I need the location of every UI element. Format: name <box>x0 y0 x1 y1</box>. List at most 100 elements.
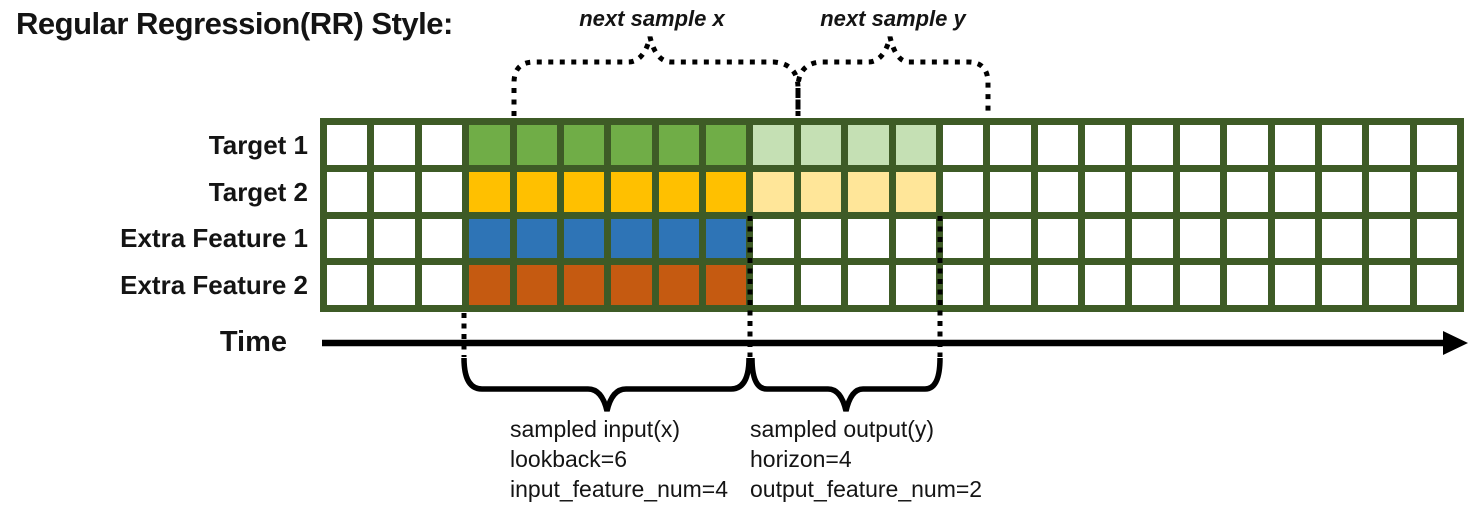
sampled-input-annotation: sampled input(x) lookback=6 input_featur… <box>510 414 728 504</box>
grid-cell <box>706 171 747 212</box>
grid-cell <box>990 265 1031 305</box>
grid-cell <box>848 265 889 305</box>
grid-cell <box>1227 265 1268 305</box>
grid-cell <box>327 218 368 259</box>
grid-cell <box>1274 265 1315 305</box>
grid-cell <box>658 265 699 305</box>
row-label-target-2: Target 2 <box>208 177 308 207</box>
grid-cell <box>421 171 463 212</box>
grid-cell <box>848 125 889 165</box>
sampled-input-title: sampled input(x) <box>510 416 681 442</box>
grid-cell <box>1037 265 1078 305</box>
grid-cell <box>800 125 842 165</box>
grid-cell <box>421 218 463 259</box>
horizon-value: horizon=4 <box>750 446 852 472</box>
grid-cell <box>1132 171 1173 212</box>
grid-cell <box>1321 125 1363 165</box>
grid-cell <box>1321 218 1363 259</box>
grid-cell <box>895 171 936 212</box>
grid-cell <box>848 218 889 259</box>
row-label-extra-feature-1: Extra Feature 1 <box>120 223 308 253</box>
grid-cell <box>658 125 699 165</box>
grid-cell <box>611 265 652 305</box>
grid-cell <box>1369 218 1410 259</box>
grid-cell <box>895 125 936 165</box>
grid-cell <box>327 125 368 165</box>
grid-cell <box>611 125 652 165</box>
grid-cell <box>942 218 984 259</box>
grid-cell <box>942 125 984 165</box>
grid-cell <box>895 218 936 259</box>
grid-cell <box>1274 218 1315 259</box>
grid-cell <box>1179 125 1221 165</box>
grid-cell <box>516 218 557 259</box>
grid-cell <box>800 265 842 305</box>
grid-cell <box>516 265 557 305</box>
grid-cell <box>1085 171 1126 212</box>
grid-cell <box>1274 171 1315 212</box>
row-label-target-1: Target 1 <box>208 130 308 160</box>
grid-cell <box>990 125 1031 165</box>
grid-cell <box>563 265 605 305</box>
grid-cell <box>563 125 605 165</box>
grid-cell <box>658 171 699 212</box>
row-label-extra-feature-2: Extra Feature 2 <box>120 270 308 300</box>
grid-cell <box>327 265 368 305</box>
grid-cell <box>800 218 842 259</box>
next-sample-y-brace <box>795 36 991 116</box>
grid-cell <box>990 171 1031 212</box>
sampled-output-title: sampled output(y) <box>750 416 935 442</box>
grid-cell <box>1321 265 1363 305</box>
grid-cell <box>1416 171 1457 212</box>
grid-cell <box>942 171 984 212</box>
grid-cell <box>1085 218 1126 259</box>
next-sample-x-label: next sample x <box>579 6 725 31</box>
grid-cell <box>563 171 605 212</box>
grid-cell <box>1179 218 1221 259</box>
grid-cell <box>1369 265 1410 305</box>
grid-cell <box>1369 171 1410 212</box>
grid-cell <box>1037 218 1078 259</box>
grid-cell <box>1037 171 1078 212</box>
sampled-output-annotation: sampled output(y) horizon=4 output_featu… <box>750 414 982 504</box>
grid-cell <box>753 265 794 305</box>
grid-cell <box>1037 125 1078 165</box>
grid-cell <box>1179 265 1221 305</box>
grid-cell <box>1274 125 1315 165</box>
diagram-title: Regular Regression(RR) Style: <box>16 6 453 41</box>
grid-cell <box>1085 265 1126 305</box>
grid-cell <box>1369 125 1410 165</box>
grid-cell <box>469 125 510 165</box>
grid-cell <box>753 171 794 212</box>
grid-cell <box>706 125 747 165</box>
grid-cell <box>611 171 652 212</box>
grid-cell <box>1227 171 1268 212</box>
grid-cell <box>753 218 794 259</box>
sample-grid <box>320 118 1464 312</box>
next-sample-x-brace <box>511 36 801 116</box>
grid-cell <box>1227 218 1268 259</box>
grid-cell <box>469 265 510 305</box>
grid-cell <box>942 265 984 305</box>
grid-cell <box>563 218 605 259</box>
input-feature-num-value: input_feature_num=4 <box>510 476 729 502</box>
grid-cell <box>611 218 652 259</box>
grid-cell <box>374 218 415 259</box>
grid-cell <box>753 125 794 165</box>
grid-cell <box>800 171 842 212</box>
grid-cell <box>1132 265 1173 305</box>
grid-cell <box>374 265 415 305</box>
output-feature-num-value: output_feature_num=2 <box>750 476 983 502</box>
grid-cell <box>990 218 1031 259</box>
lookback-value: lookback=6 <box>510 446 627 472</box>
grid-cell <box>1132 125 1173 165</box>
grid-cell <box>658 218 699 259</box>
grid-cell <box>327 171 368 212</box>
grid-cell <box>1227 125 1268 165</box>
grid-cell <box>421 125 463 165</box>
sampled-input-brace <box>461 357 752 412</box>
grid-cell <box>1416 125 1457 165</box>
grid-cell <box>469 218 510 259</box>
